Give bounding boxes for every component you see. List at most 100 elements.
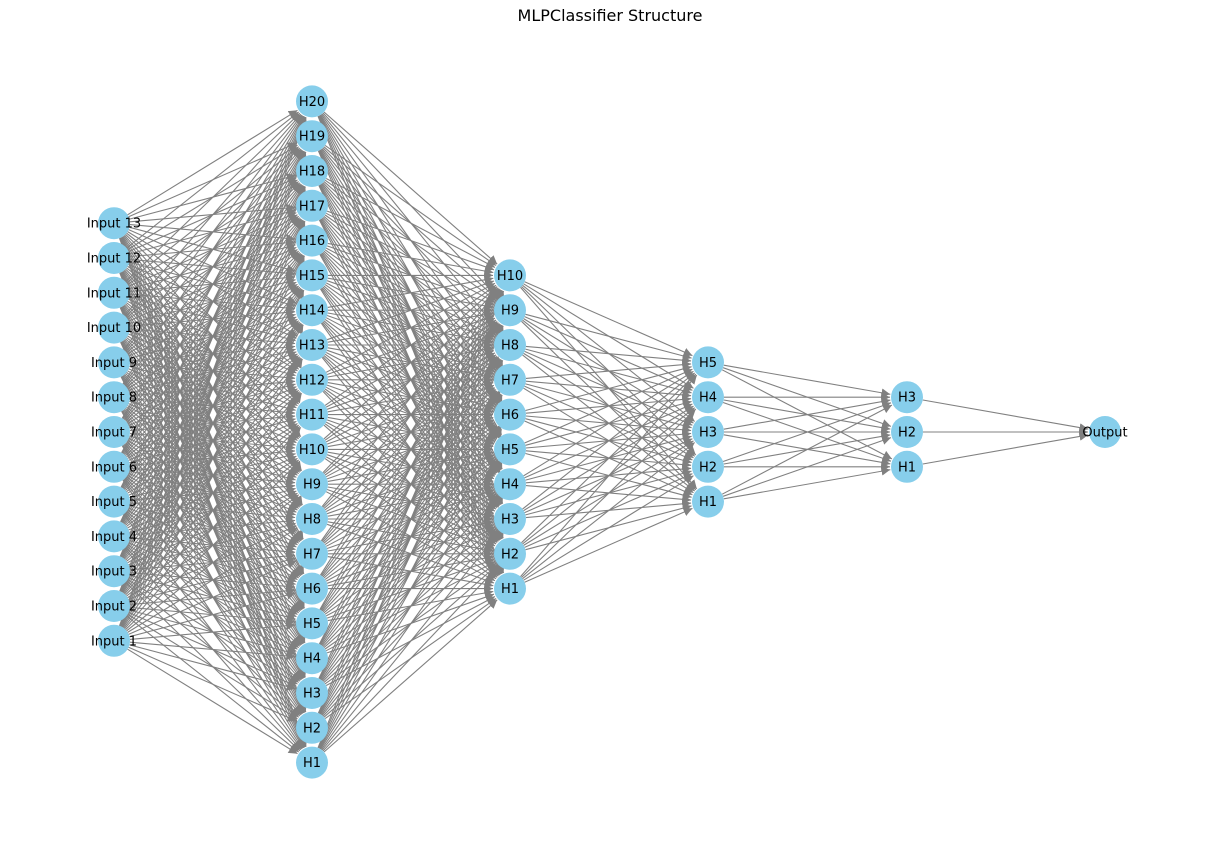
node-hidden-1-3: H3 — [296, 677, 328, 709]
edge-input-7-to-hidden-1-1 — [121, 445, 304, 749]
node-label: H1 — [699, 495, 717, 510]
node-label: H14 — [299, 304, 325, 319]
edge-hidden-2-1-to-hidden-3-1 — [524, 507, 693, 583]
node-input-13: Input 13 — [87, 207, 141, 240]
node-label: H4 — [303, 652, 321, 667]
edge-hidden-2-7-to-hidden-3-1 — [523, 387, 694, 494]
node-label: H4 — [501, 478, 519, 493]
node-circle — [494, 294, 526, 327]
node-circle — [1089, 416, 1121, 448]
edge-hidden-1-20-to-hidden-2-4 — [318, 115, 503, 470]
node-input-12: Input 12 — [87, 242, 141, 274]
node-hidden-1-7: H7 — [296, 537, 328, 570]
node-label: Input 3 — [91, 565, 137, 580]
node-label: H2 — [501, 547, 519, 562]
edge-input-13-to-hidden-1-2 — [119, 237, 307, 713]
node-label: H2 — [898, 426, 916, 441]
node-circle — [98, 207, 130, 240]
node-input-4: Input 4 — [91, 520, 137, 553]
edge-hidden-1-20-to-hidden-2-8 — [321, 113, 500, 333]
node-circle — [296, 120, 328, 153]
node-circle — [494, 259, 526, 292]
node-hidden-1-17: H17 — [296, 189, 328, 222]
node-hidden-1-1: H1 — [296, 746, 328, 779]
node-hidden-4-1: H1 — [891, 450, 923, 483]
node-circle — [296, 363, 328, 396]
node-hidden-1-5: H5 — [296, 607, 328, 640]
edge-hidden-1-9-to-hidden-2-1 — [325, 491, 496, 582]
node-circle — [98, 242, 130, 274]
node-hidden-2-7: H7 — [494, 363, 526, 396]
edge-hidden-1-4-to-hidden-2-1 — [326, 592, 495, 654]
node-hidden-1-6: H6 — [296, 572, 328, 605]
edge-hidden-1-20-to-hidden-2-9 — [322, 112, 499, 299]
node-input-3: Input 3 — [91, 555, 137, 588]
edge-hidden-1-5-to-hidden-2-1 — [327, 588, 494, 622]
edge-hidden-2-10-to-hidden-3-4 — [523, 283, 694, 389]
edge-input-13-to-hidden-1-9 — [123, 235, 303, 472]
node-circle — [494, 329, 526, 361]
node-circle — [296, 572, 328, 605]
node-circle — [891, 381, 923, 414]
node-label: H3 — [898, 391, 916, 406]
edge-hidden-1-16-to-hidden-2-1 — [319, 254, 503, 575]
node-input-10: Input 10 — [87, 311, 141, 344]
edge-hidden-2-2-to-hidden-3-1 — [525, 503, 692, 551]
node-label: H3 — [501, 513, 519, 528]
node-circle — [692, 381, 724, 414]
node-hidden-3-1: H1 — [692, 485, 724, 518]
node-circle — [692, 416, 724, 448]
edge-input-13-to-hidden-1-12 — [126, 232, 300, 370]
node-hidden-3-3: H3 — [692, 416, 724, 448]
node-circle — [296, 294, 328, 327]
node-input-5: Input 5 — [91, 485, 137, 518]
node-label: Input 10 — [87, 321, 141, 336]
node-circle — [296, 189, 328, 222]
node-label: H10 — [299, 443, 325, 458]
edge-hidden-4-1-to-output-1 — [922, 432, 1089, 465]
edge-hidden-1-14-to-hidden-2-1 — [320, 322, 501, 576]
node-circle — [296, 677, 328, 709]
node-circle — [296, 642, 328, 675]
edge-input-8-to-hidden-1-1 — [121, 411, 305, 748]
node-hidden-1-10: H10 — [296, 433, 328, 466]
node-circle — [296, 398, 328, 431]
node-input-11: Input 11 — [87, 276, 141, 309]
edge-input-9-to-hidden-1-1 — [120, 376, 305, 748]
node-circle — [494, 398, 526, 431]
edge-input-13-to-hidden-1-20 — [127, 109, 298, 216]
node-label: Input 9 — [91, 356, 137, 371]
node-label: H13 — [299, 339, 325, 354]
node-circle — [98, 450, 130, 483]
node-label: H2 — [303, 721, 321, 736]
node-circle — [296, 746, 328, 779]
node-label: H10 — [497, 269, 523, 284]
node-label: H19 — [299, 130, 325, 145]
edge-hidden-1-20-to-hidden-2-6 — [320, 114, 502, 401]
edge-input-13-to-hidden-1-7 — [121, 236, 304, 540]
edge-input-3-to-hidden-1-1 — [125, 581, 301, 752]
node-circle — [98, 346, 130, 379]
node-input-2: Input 2 — [91, 590, 137, 622]
edge-hidden-1-18-to-hidden-2-1 — [318, 185, 504, 574]
edge-input-6-to-hidden-1-1 — [122, 479, 303, 749]
edge-input-13-to-hidden-1-4 — [120, 237, 306, 643]
edge-hidden-3-4-to-hidden-4-1 — [722, 401, 892, 463]
node-hidden-1-8: H8 — [296, 503, 328, 535]
node-hidden-1-14: H14 — [296, 294, 328, 327]
edge-hidden-3-5-to-hidden-4-2 — [722, 367, 892, 428]
edge-hidden-1-1-to-hidden-2-1 — [323, 599, 498, 753]
edge-hidden-1-10-to-hidden-2-1 — [324, 458, 497, 580]
edge-input-13-to-hidden-1-13 — [127, 231, 298, 337]
node-circle — [494, 468, 526, 501]
node-hidden-1-11: H11 — [296, 398, 328, 431]
edge-hidden-1-19-to-hidden-2-1 — [317, 150, 504, 574]
node-label: H16 — [299, 234, 325, 249]
edge-hidden-1-20-to-hidden-2-5 — [319, 115, 503, 435]
node-circle — [98, 520, 130, 553]
node-input-9: Input 9 — [91, 346, 137, 379]
node-circle — [98, 555, 130, 588]
node-hidden-3-4: H4 — [692, 381, 724, 414]
